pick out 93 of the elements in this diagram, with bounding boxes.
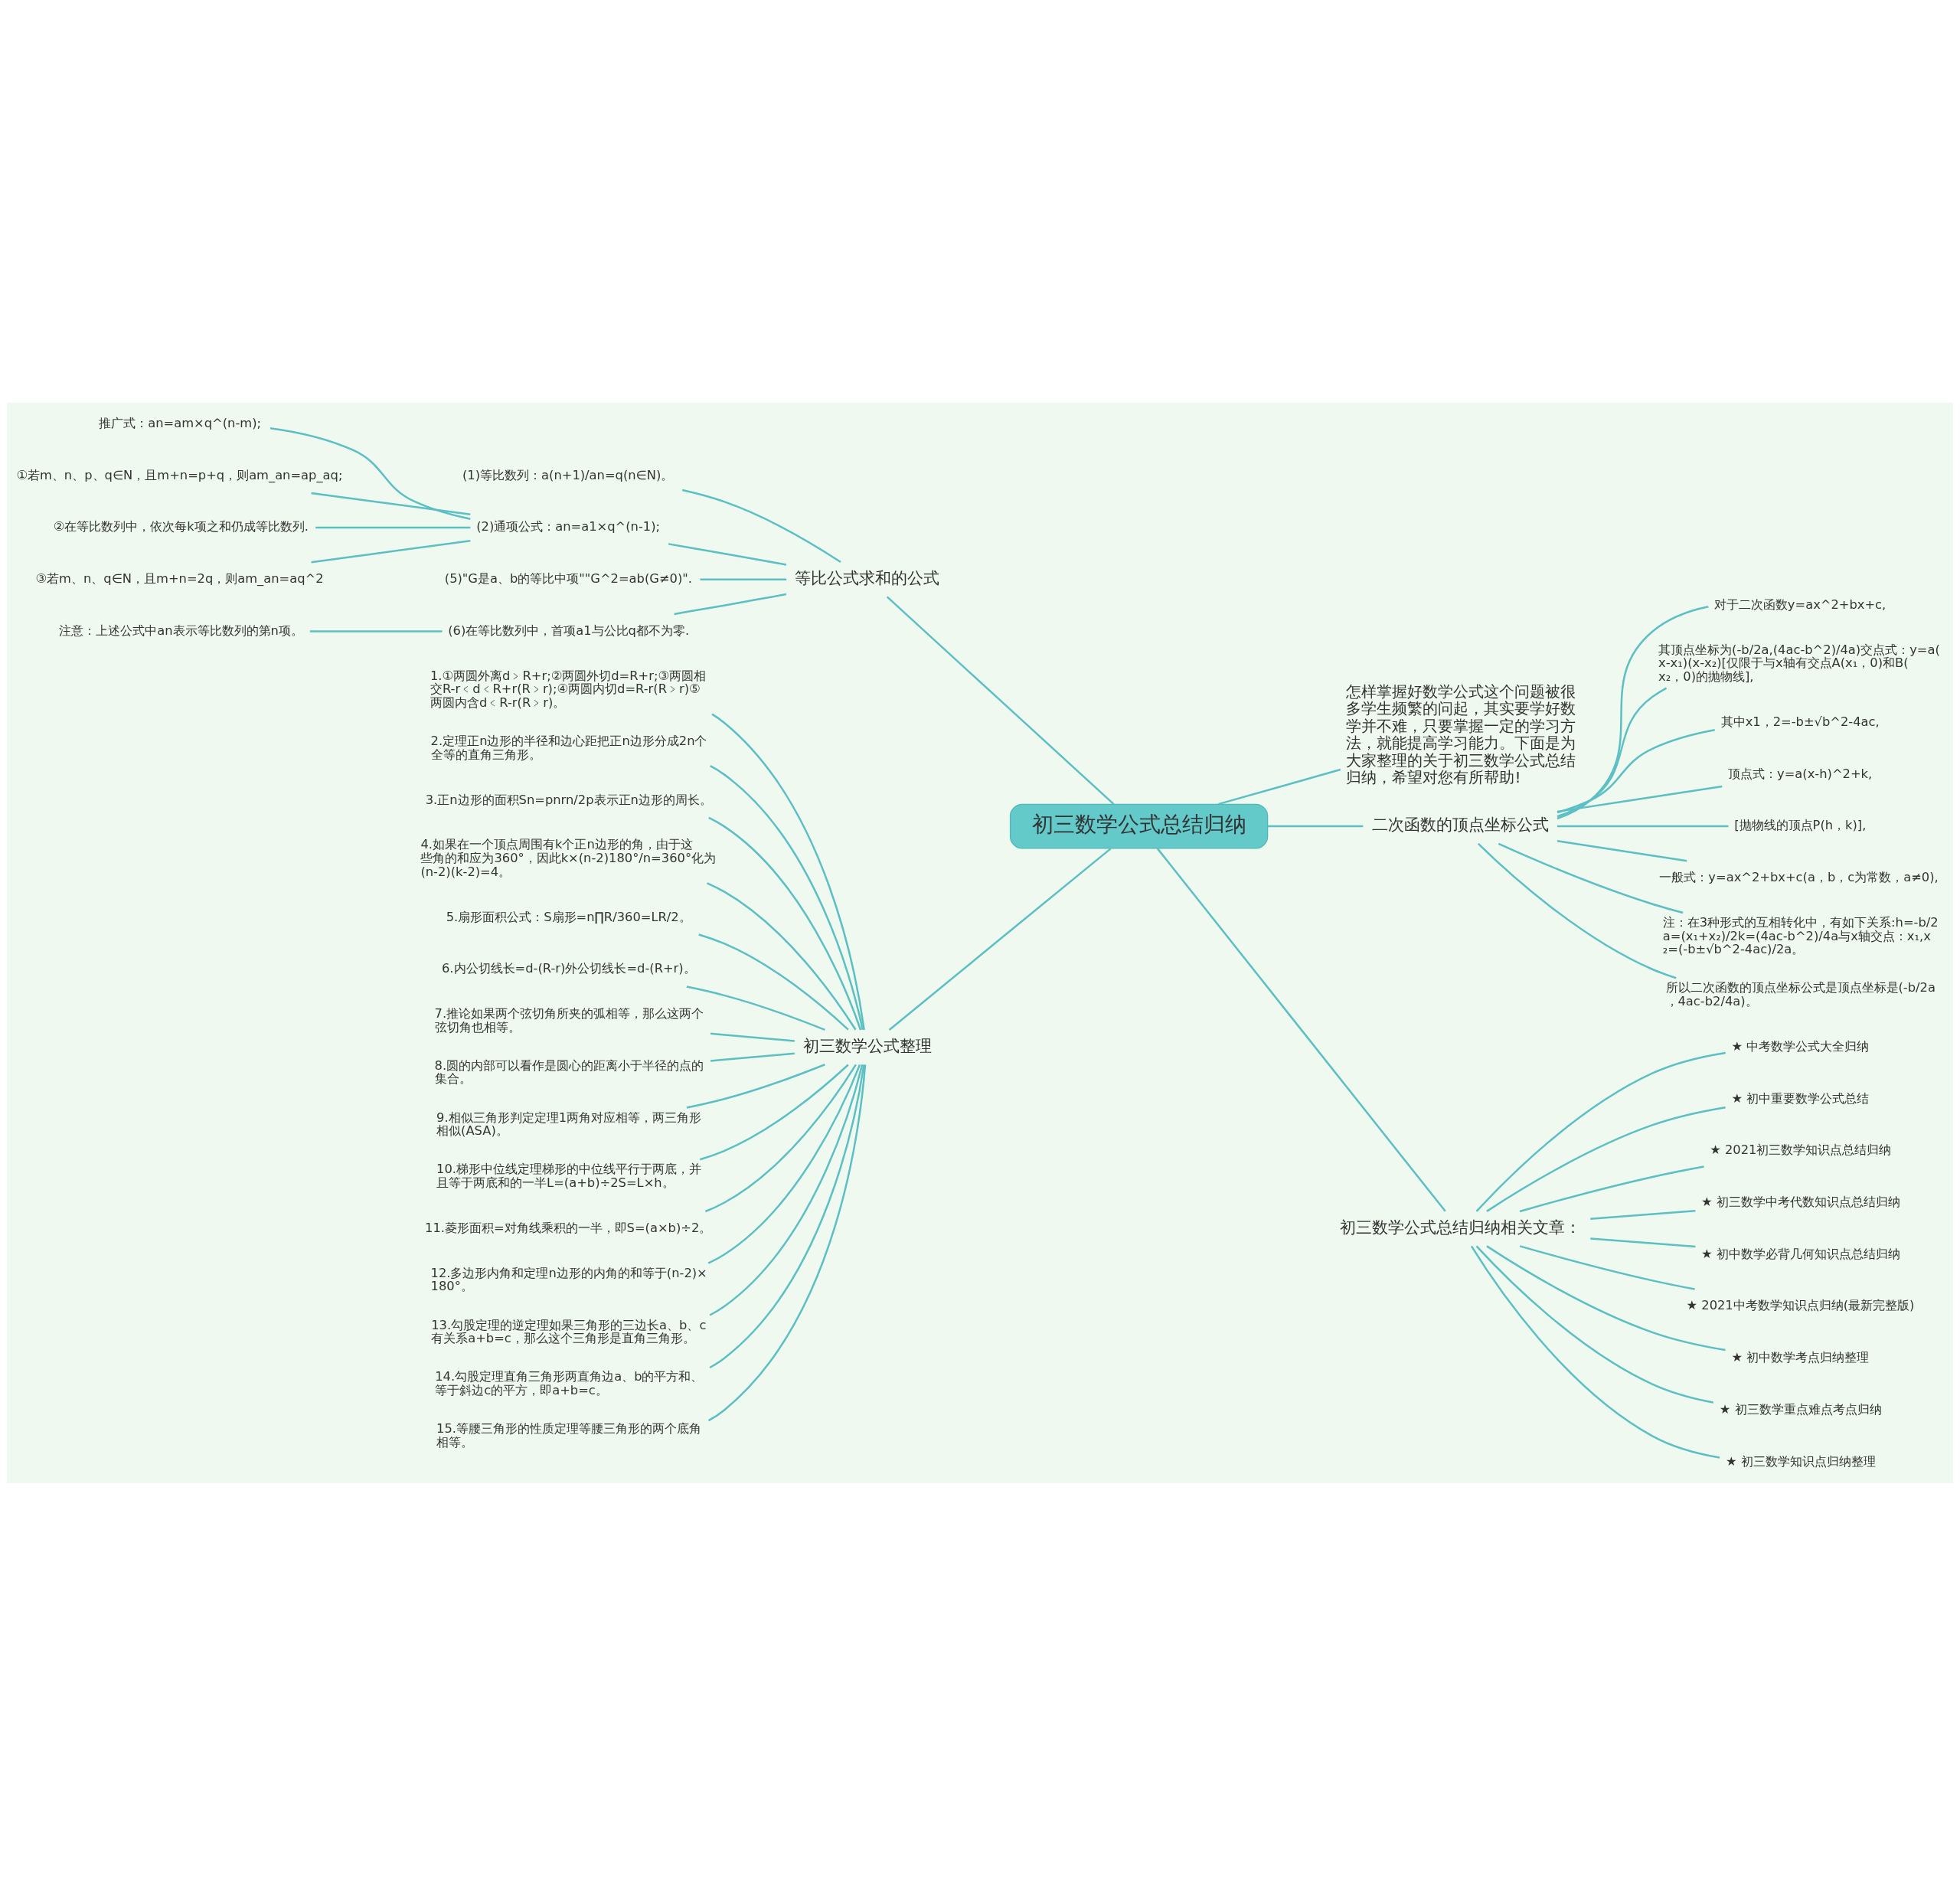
connector [1470, 1245, 1720, 1459]
connector [1486, 1106, 1726, 1212]
node-text: (6)在等比数列中，首项a1与公比q都不为零. [448, 623, 690, 638]
connector [710, 1032, 795, 1042]
node-text: 其中x1，2=-b±√b^2-4ac, [1720, 714, 1880, 729]
node-text: ★ 初中数学考点归纳整理 [1731, 1350, 1870, 1365]
node-text: 5.扇形面积公式：S扇形=n∏R/360=LR/2。 [446, 909, 691, 924]
connector [1486, 1245, 1726, 1352]
connector [710, 765, 864, 1030]
node-text: 初三数学公式总结归纳相关文章： [1339, 1217, 1581, 1237]
connector [888, 848, 1112, 1031]
node-text: ★ 2021初三数学知识点总结归纳 [1710, 1142, 1892, 1158]
connector [1557, 840, 1687, 862]
node-text: 1.①两圆外离d﹥R+r;②两圆外切d=R+r;③两圆相交R-r﹤d﹤R+r(R﹥r);④两圆内切d=R-r(R﹥r)⑤两圆内含d﹤R-r(R﹥r)。 [430, 668, 707, 710]
connector [1477, 842, 1677, 979]
connector [1557, 825, 1729, 828]
node-text: 4.如果在一个顶点周围有k个正n边形的角，由于这些角的和应为360°，因此k×(n-2)180°/n=360°化为(n-2)(k-2)=4。 [420, 837, 717, 879]
connector [681, 489, 841, 564]
connector [707, 1064, 867, 1422]
connector [1519, 1165, 1704, 1213]
node-text: 8.圆的内部可以看作是圆心的距离小于半径的点的集合。 [434, 1057, 704, 1087]
node-text: 等比公式求和的公式 [795, 567, 940, 587]
node-text: 顶点式：y=a(x-h)^2+k, [1728, 766, 1873, 781]
connector [1557, 687, 1668, 818]
connector [1557, 606, 1709, 820]
node-text: 初三数学公式整理 [802, 1035, 932, 1055]
connector [1268, 825, 1364, 828]
node-text: 对于二次函数y=ax^2+bx+c, [1713, 597, 1886, 612]
node-text: ★ 中考数学公式大全归纳 [1731, 1038, 1870, 1054]
connector [668, 543, 787, 566]
node-text: 13.勾股定理的逆定理如果三角形的三边长a、b、c有关系a+b=c，那么这个三角形是直角三角形。 [431, 1317, 707, 1346]
node-text: ★ 初中重要数学公式总结 [1731, 1090, 1870, 1106]
node-text: 3.正n边形的面积Sn=pnrn/2p表示正n边形的周长。 [425, 792, 712, 807]
node-text: (1)等比数列：a(n+1)/an=q(n∈N)。 [462, 467, 674, 482]
node-text: 所以二次函数的顶点坐标公式是顶点坐标是(-b/2a，4ac-b2/4a)。 [1665, 980, 1936, 1008]
connector [1557, 728, 1715, 814]
connector [311, 540, 471, 564]
node-text: 7.推论如果两个弦切角所夹的弧相等，那么这两个弦切角也相等。 [434, 1006, 704, 1035]
connector [700, 578, 787, 581]
connector [311, 492, 471, 516]
node-text: 一般式：y=ax^2+bx+c(a，b，c为常数，a≠0), [1659, 870, 1939, 885]
node-text: [抛物线的顶点P(h，k)], [1734, 818, 1867, 833]
node-text: ★ 初三数学重点难点考点归纳 [1719, 1401, 1882, 1417]
connector [699, 1064, 849, 1161]
connector [674, 593, 787, 616]
node-text: 6.内公切线长=d-(R-r)外公切线长=d-(R+r)。 [442, 961, 696, 976]
connector [1156, 848, 1446, 1212]
connector [886, 596, 1115, 806]
connector [315, 526, 471, 529]
connector [1498, 842, 1684, 914]
node-text: (5)"G是a、b的等比中项""G^2=ab(G≠0)". [444, 571, 692, 587]
node-text: 注意：上述公式中an表示等比数列的第n项。 [59, 623, 303, 638]
node-text: ★ 初三数学知识点归纳整理 [1725, 1453, 1876, 1469]
connector [704, 1064, 857, 1213]
node-text: 15.等腰三角形的性质定理等腰三角形的两个底角相等。 [436, 1421, 702, 1450]
node-text: 怎样掌握好数学公式这个问题被很多学生频繁的问起，其实要学好数学并不难，只要掌握一定的学习方法，就能提高学习能力。下面是为大家整理的关于初三数学公式总结归纳，希望对您有所帮助! [1346, 682, 1576, 787]
node-box: 初三数学公式总结归纳 [1009, 803, 1269, 849]
node-text: 注：在3种形式的互相转化中，有如下关系:h=-b/2a=(x₁+x₂)/2k=(4ac-b^2)/4a与x轴交点：x₁,x₂=(-b±√b^2-4ac)/2a。 [1662, 915, 1939, 957]
connector [707, 882, 857, 1031]
connector [686, 1064, 825, 1109]
connector [1590, 1209, 1696, 1220]
connector [1557, 785, 1723, 813]
node-text: 推广式：an=am×q^(n-m); [99, 415, 262, 430]
connector [709, 1064, 865, 1369]
node-text: 14.勾股定理直角三角形两直角边a、b的平方和、等于斜边c的平方，即a+b=c。 [435, 1369, 704, 1397]
node-text: ③若m、n、q∈N，且m+n=2q，则am_an=aq^2 [35, 571, 324, 587]
connector [1590, 1237, 1696, 1248]
connector [711, 713, 865, 1031]
connector [309, 630, 443, 632]
node-text: 9.相似三角形判定定理1两角对应相等，两三角形相似(ASA)。 [436, 1110, 702, 1139]
node-text: 10.梯形中位线定理梯形的中位线平行于两底，并且等于两底和的一半L=(a+b)÷2S=L×h。 [436, 1162, 702, 1190]
node-text: ②在等比数列中，依次每k项之和仍成等比数列. [53, 519, 309, 534]
node-text: 12.多边形内角和定理n边形的内角的和等于(n-2)×180°。 [430, 1265, 707, 1294]
node-text: 2.定理正n边形的半径和边心距把正n边形分成2n个全等的直角三角形。 [430, 734, 707, 762]
node-text: ★ 初中数学必背几何知识点总结归纳 [1700, 1246, 1900, 1261]
connector [707, 1064, 861, 1264]
node-text: ★ 2021中考数学知识点归纳(最新完整版) [1686, 1298, 1915, 1313]
connector [686, 985, 825, 1031]
node-text: 二次函数的顶点坐标公式 [1371, 815, 1549, 835]
connector [710, 1052, 795, 1062]
connector [270, 427, 471, 520]
node-text: 其顶点坐标为(-b/2a,(4ac-b^2)/4a)交点式：y=a(x-x₁)(x-x₂)[仅限于与x轴有交点A(x₁，0)和B(x₂，0)的抛物线], [1658, 642, 1940, 684]
node-text: ①若m、n、p、q∈N，且m+n=p+q，则am_an=ap_aq; [16, 467, 343, 482]
connector [709, 1064, 864, 1316]
connector [1218, 768, 1341, 806]
node-text: (2)通项公式：an=a1×q^(n-1); [476, 519, 661, 534]
connector [1475, 1245, 1713, 1404]
connector [698, 933, 849, 1031]
connector [1475, 1051, 1726, 1212]
connector [1519, 1245, 1695, 1290]
node-text: 11.菱形面积=对角线乘积的一半，即S=(a×b)÷2。 [425, 1220, 712, 1235]
node-text: ★ 初三数学中考代数知识点总结归纳 [1700, 1195, 1900, 1210]
connector [708, 816, 862, 1031]
